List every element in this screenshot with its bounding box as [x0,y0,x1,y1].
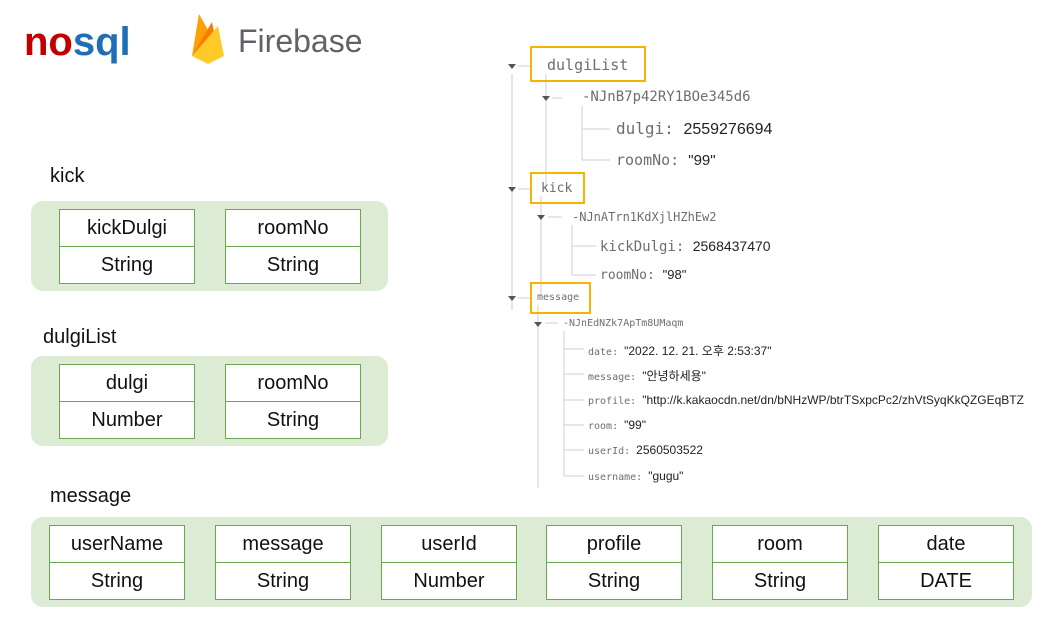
expand-triangle-icon[interactable] [534,322,542,327]
message-field-profile: profile String [546,525,682,600]
field-name: userName [70,533,164,555]
expand-triangle-icon[interactable] [537,215,545,220]
tree-field-username: username: "gugu" [588,469,683,483]
tree-field-key: username: [588,472,649,483]
tree-field-key: profile: [588,396,643,407]
field-name: message [242,533,324,555]
tree-field-message: message: "안녕하세용" [588,367,706,384]
tree-field-profile: profile: "http://k.kakaocdn.net/dn/bNHzW… [588,393,1060,407]
kick-highlight-box [530,172,585,204]
dulgilist-field-roomNo: roomNo String [225,364,361,439]
tree-node-kick[interactable]: kick [541,181,573,196]
dulgilist-schema-title: dulgiList [43,326,117,348]
expand-triangle-icon[interactable] [508,187,516,192]
tree-field-key: roomNo: [616,151,689,169]
message-schema-group [31,517,1032,607]
field-type: String [713,562,847,599]
field-name: userId [421,533,477,555]
expand-triangle-icon[interactable] [508,64,516,69]
field-name: profile [586,533,642,555]
field-type: String [226,401,360,438]
tree-node-message[interactable]: message [537,292,580,303]
tree-field-key: kickDulgi: [600,239,693,255]
tree-field-date: date: "2022. 12. 21. 오후 2:53:37" [588,342,772,359]
tree-field-value: "gugu" [648,469,684,483]
dulgilist-field-dulgi: dulgi Number [59,364,195,439]
expand-triangle-icon[interactable] [508,296,516,301]
tree-field-room: room: "99" [588,418,646,432]
tree-field-value: "98" [662,267,687,282]
expand-triangle-icon[interactable] [542,96,550,101]
nosql-title-no: no [24,20,73,64]
tree-field-value: "99" [624,418,646,432]
firebase-title: Firebase [238,23,363,59]
tree-node-message-child[interactable]: -NJnEdNZk7ApTm8UMaqm [563,318,684,329]
tree-field-value: "안녕하세용" [642,369,706,383]
firebase-flame-icon [192,14,224,64]
tree-field-roomno: roomNo: "99" [616,151,716,169]
message-field-message: message String [215,525,351,600]
field-name: room [757,533,803,555]
field-name: dulgi [105,372,149,394]
message-field-date: date DATE [878,525,1014,600]
nosql-title-sql: sql [72,20,131,64]
tree-field-roomno: roomNo: "98" [600,267,686,283]
dulgilist-highlight-box [530,46,646,82]
tree-field-key: message: [588,372,643,383]
field-name: roomNo [257,217,329,239]
nosql-title: nosql [24,18,131,66]
field-name: date [926,533,966,555]
field-name: kickDulgi [86,217,168,239]
field-type: String [547,562,681,599]
message-highlight-box [530,282,591,314]
kick-field-roomNo: roomNo String [225,209,361,284]
field-type: Number [382,562,516,599]
kick-field-kickDulgi: kickDulgi String [59,209,195,284]
message-field-userName: userName String [49,525,185,600]
tree-field-value: "99" [688,152,716,169]
tree-field-dulgi: dulgi: 2559276694 [616,119,772,139]
message-schema-title: message [50,485,132,507]
tree-field-value: "2022. 12. 21. 오후 2:53:37" [624,344,772,358]
tree-field-value: 2559276694 [683,121,773,138]
tree-field-value: 2568437470 [692,238,771,254]
tree-field-value: 2560503522 [636,443,703,457]
kick-schema-title: kick [50,165,85,187]
tree-node-kick-child[interactable]: -NJnATrn1KdXjlHZhEw2 [572,210,717,224]
message-field-room: room String [712,525,848,600]
tree-field-userid: userId: 2560503522 [588,443,703,457]
field-type: Number [60,401,194,438]
field-type: DATE [879,562,1013,599]
tree-field-key: roomNo: [600,268,663,283]
field-type: String [50,562,184,599]
message-field-userId: userId Number [381,525,517,600]
tree-field-key: userId: [588,446,637,457]
tree-node-dulgilist[interactable]: dulgiList [547,56,629,74]
field-type: String [216,562,350,599]
tree-connectors [511,65,610,488]
tree-field-kickdulgi: kickDulgi: 2568437470 [600,238,771,255]
field-name: roomNo [257,372,329,394]
tree-field-key: dulgi: [616,119,684,138]
tree-field-value: "http://k.kakaocdn.net/dn/bNHzWP/btrTSxp… [642,393,1024,407]
field-type: String [60,246,194,283]
field-type: String [226,246,360,283]
tree-field-key: room: [588,421,625,432]
tree-field-key: date: [588,347,625,358]
tree-node-dulgilist-child[interactable]: -NJnB7p42RY1BOe345d6 [582,89,751,105]
